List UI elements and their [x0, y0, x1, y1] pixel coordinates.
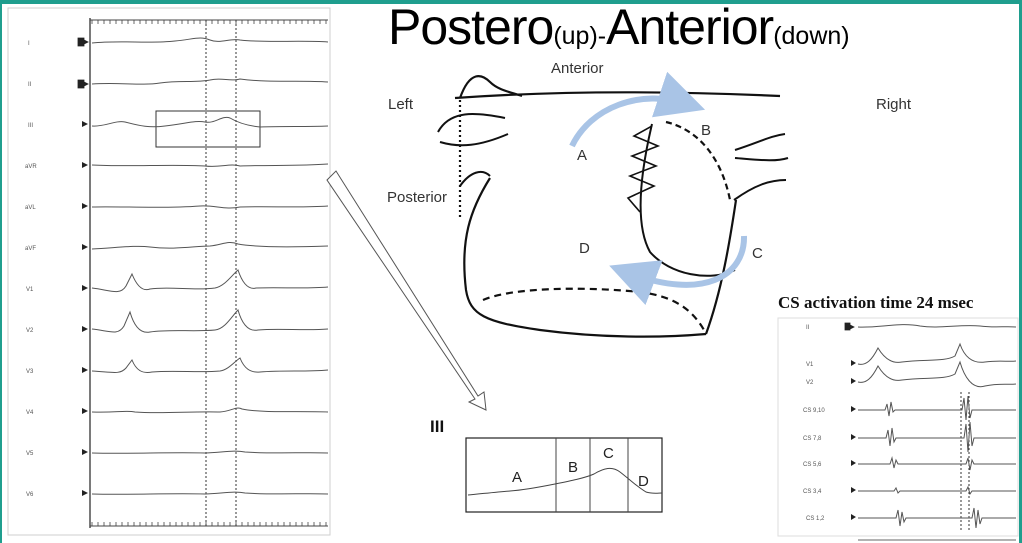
zoom-box	[466, 438, 662, 512]
left-upper-vein	[438, 114, 505, 132]
ecg-panel-border	[8, 8, 330, 535]
cs-lead-cs78-label: CS 7,8	[803, 436, 822, 442]
zoom-segment-c: C	[603, 445, 614, 462]
upper-annulus-line	[455, 92, 780, 98]
lead-avf-label: aVF	[25, 246, 36, 252]
dashed-line-b	[666, 122, 730, 200]
region-d-label: D	[579, 240, 590, 257]
posterior-label: Posterior	[387, 189, 447, 206]
cs-lead-cs12-label: CS 1,2	[806, 516, 825, 522]
cs-lead-v2-label: V2	[806, 380, 814, 386]
cs-lead-cs910-label: CS 9,10	[803, 408, 825, 414]
lead-ii-label: II	[28, 82, 32, 88]
lead-avr-label: aVR	[25, 164, 37, 170]
zoom-segment-b: B	[568, 459, 578, 476]
cs-activation-panel: CS activation time 24 msec II V1 V2	[778, 293, 1018, 540]
cs-title: CS activation time 24 msec	[778, 293, 974, 312]
right-upper-vein	[735, 134, 785, 150]
lead-iii-zoom-panel: III A B C D	[430, 417, 662, 512]
ecg-12-lead-panel: I II III aVR aVL	[8, 8, 330, 535]
zoom-lead-label: III	[430, 417, 444, 436]
lead-v3-label: V3	[26, 369, 34, 375]
right-label: Right	[876, 96, 912, 113]
lead-avl-label: aVL	[25, 205, 36, 211]
region-a-label: A	[577, 147, 587, 164]
zoom-pointer-arrow	[327, 171, 486, 410]
lead-v6-label: V6	[26, 492, 34, 498]
mitral-annulus-dashed	[483, 289, 704, 330]
cs-lead-v1-label: V1	[806, 362, 814, 368]
lead-iii-label: III	[28, 123, 33, 129]
cs-lead-cs56-label: CS 5,6	[803, 462, 822, 468]
lead-v4-label: V4	[26, 410, 34, 416]
lead-v5-label: V5	[26, 451, 34, 457]
lead-v2-label: V2	[26, 328, 34, 334]
cs-lead-cs34-label: CS 3,4	[803, 489, 822, 495]
cs-lead-ii-label: II	[806, 325, 810, 331]
region-b-label: B	[701, 122, 711, 139]
left-label: Left	[388, 96, 414, 113]
right-lower-vein	[734, 180, 786, 200]
region-c-label: C	[752, 245, 763, 262]
lead-v1-label: V1	[26, 287, 34, 293]
cs-panel-border	[778, 318, 1018, 536]
anterior-label: Anterior	[551, 60, 604, 77]
zoom-segment-d: D	[638, 473, 649, 490]
posterior-wall	[464, 178, 706, 337]
left-upper-vein-lower	[440, 134, 508, 145]
right-upper-vein-lower	[735, 158, 788, 160]
zoom-segment-a: A	[512, 469, 522, 486]
